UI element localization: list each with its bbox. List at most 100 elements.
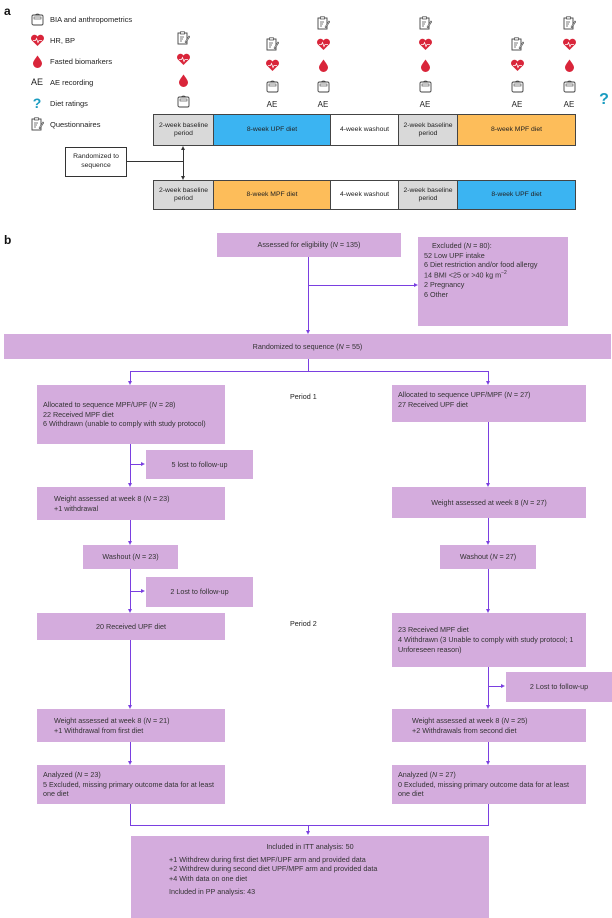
- excluded-item: 14 BMI <25 or >40 kg m−2: [424, 270, 507, 280]
- heart-pulse-icon: [315, 36, 331, 52]
- clipboard-icon: [561, 15, 577, 31]
- itt-analysis-label: Included in ITT analysis: 50: [266, 842, 354, 851]
- arrow-down-icon: [306, 330, 310, 334]
- arrow-up-icon: [181, 146, 185, 150]
- heart-pulse-icon: [264, 57, 280, 73]
- flow-line: [130, 591, 141, 592]
- arrow-down-icon: [486, 381, 490, 385]
- scale-icon: [509, 78, 525, 94]
- panel-b-label: b: [4, 233, 12, 247]
- clipboard-icon: [509, 36, 525, 52]
- ae-label: AE: [419, 100, 431, 109]
- legend-label: HR, BP: [50, 35, 76, 45]
- flow-line: [130, 444, 131, 483]
- phase-baseline: 2-week baseline period: [153, 114, 214, 146]
- left-analyzed-box: Analyzed (N = 23) 5 Excluded, missing pr…: [37, 765, 225, 804]
- arrow-right-icon: [414, 283, 418, 287]
- ae-label: AE: [511, 100, 523, 109]
- excluded-item: 52 Low UPF intake: [424, 250, 485, 260]
- legend-item-questionnaires: Questionnaires: [28, 116, 100, 132]
- flow-line: [488, 569, 489, 609]
- connector: [183, 149, 184, 177]
- blood-drop-icon: [417, 57, 433, 73]
- legend-item-fasted-biomarkers: Fasted biomarkers: [28, 53, 112, 69]
- flow-line: [130, 371, 131, 381]
- ae-label: AE: [317, 100, 329, 109]
- scale-icon: [175, 93, 191, 109]
- right-lost-followup-2-box: 2 Lost to follow-up: [506, 672, 612, 702]
- flow-line: [130, 804, 131, 826]
- blood-drop-icon: [315, 57, 331, 73]
- panel-a-label: a: [4, 4, 11, 18]
- right-washout-box: Washout (N = 27): [440, 545, 536, 569]
- blood-drop-icon: [175, 72, 191, 88]
- connector: [127, 161, 183, 162]
- right-allocated-box: Allocated to sequence UPF/MPF (N = 27) 2…: [392, 385, 586, 422]
- left-allocated-box: Allocated to sequence MPF/UPF (N = 28) 2…: [37, 385, 225, 444]
- legend-item-diet-ratings: ? Diet ratings: [28, 95, 88, 111]
- randomized-box: Randomized to sequence (N = 55): [4, 334, 611, 359]
- right-received-mpf-box: 23 Received MPF diet 4 Withdrawn (3 Unab…: [392, 613, 586, 667]
- excluded-item: 6 Diet restriction and/or food allergy: [424, 260, 538, 270]
- arrow-right-icon: [501, 684, 505, 688]
- legend-item-ae: AE AE recording: [28, 74, 93, 90]
- flow-line: [130, 569, 131, 609]
- arrow-down-icon: [128, 761, 132, 765]
- blood-drop-icon: [561, 57, 577, 73]
- blood-drop-icon: [28, 53, 46, 69]
- flow-line: [488, 371, 489, 381]
- flow-line: [130, 640, 131, 705]
- ae-text-icon: AE: [30, 77, 43, 87]
- arrow-down-icon: [486, 705, 490, 709]
- excluded-box: Excluded (N = 80): 52 Low UPF intake 6 D…: [418, 237, 568, 326]
- heart-pulse-icon: [561, 36, 577, 52]
- legend-item-bia: BIA and anthropometrics: [28, 11, 132, 27]
- phase-washout: 4-week washout: [330, 180, 399, 210]
- flow-line: [308, 285, 414, 286]
- arrow-down-icon: [486, 483, 490, 487]
- heart-pulse-icon: [175, 51, 191, 67]
- legend-item-hr-bp: HR, BP: [28, 32, 75, 48]
- left-weight-1-box: Weight assessed at week 8 (N = 23) +1 wi…: [37, 487, 225, 520]
- legend-label: AE recording: [50, 77, 94, 87]
- right-analyzed-box: Analyzed (N = 27) 0 Excluded, missing pr…: [392, 765, 586, 804]
- pp-analysis-label: Included in PP analysis: 43: [169, 886, 256, 896]
- arrow-down-icon: [128, 483, 132, 487]
- final-analysis-box: Included in ITT analysis: 50 +1 Withdrew…: [131, 836, 489, 918]
- arrow-down-icon: [181, 176, 185, 180]
- left-washout-box: Washout (N = 23): [83, 545, 178, 569]
- phase-washout: 4-week washout: [330, 114, 399, 146]
- period-2-label: Period 2: [290, 619, 317, 628]
- clipboard-icon: [28, 116, 46, 132]
- phase-baseline: 2-week baseline period: [153, 180, 214, 210]
- flow-line: [130, 742, 131, 761]
- clipboard-icon: [264, 36, 280, 52]
- flow-line: [130, 520, 131, 541]
- arrow-down-icon: [306, 831, 310, 835]
- flow-line: [308, 257, 309, 330]
- arrow-down-icon: [486, 541, 490, 545]
- flow-line: [488, 742, 489, 761]
- legend-label: Fasted biomarkers: [50, 56, 113, 66]
- heart-pulse-icon: [417, 36, 433, 52]
- heart-pulse-icon: [28, 32, 46, 48]
- flow-line: [488, 686, 501, 687]
- phase-baseline: 2-week baseline period: [398, 180, 458, 210]
- left-received-upf-box: 20 Received UPF diet: [37, 613, 225, 640]
- excluded-item: 6 Other: [424, 289, 448, 299]
- scale-icon: [264, 78, 280, 94]
- heart-pulse-icon: [509, 57, 525, 73]
- flow-line: [308, 825, 309, 831]
- randomized-to-sequence-box: Randomized to sequence: [65, 147, 127, 177]
- left-weight-2-box: Weight assessed at week 8 (N = 21) +1 Wi…: [37, 709, 225, 742]
- arrow-down-icon: [128, 381, 132, 385]
- scale-icon: [417, 78, 433, 94]
- flow-line: [488, 804, 489, 826]
- phase-mpf-diet: 8-week MPF diet: [213, 180, 331, 210]
- arrow-right-icon: [141, 589, 145, 593]
- arrow-down-icon: [128, 609, 132, 613]
- scale-icon: [28, 11, 46, 27]
- arrow-right-icon: [141, 462, 145, 466]
- arrow-down-icon: [128, 541, 132, 545]
- clipboard-icon: [315, 15, 331, 31]
